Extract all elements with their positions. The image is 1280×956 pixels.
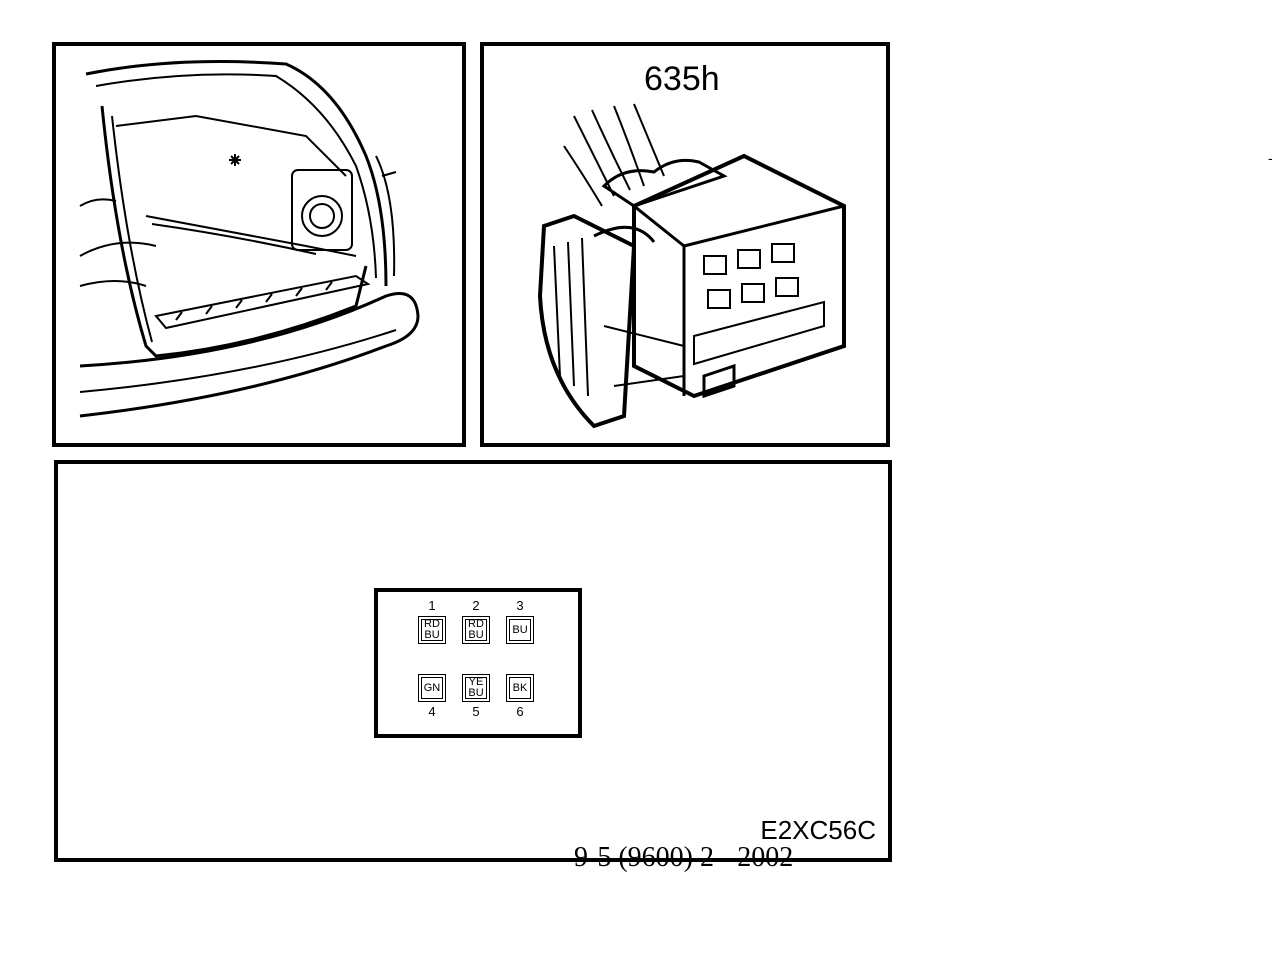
pin-number: 4: [428, 704, 436, 719]
pin-1: 1 RD BU: [414, 598, 450, 662]
pin-2: 2 RD BU: [458, 598, 494, 662]
connector-pin-face: 1 RD BU 2 RD BU 3 BU: [374, 588, 582, 738]
pin-color: RD: [424, 618, 440, 630]
pin-number: 1: [428, 598, 436, 613]
pin-color: BK: [512, 681, 528, 694]
pin-number: 2: [472, 598, 480, 613]
pin-number: 6: [516, 704, 524, 719]
footer-model-year: 9-5 (9600) 2 - 2002: [574, 842, 794, 873]
pin-6: BK 6: [502, 674, 538, 738]
pin-color: BU: [512, 623, 528, 636]
pin-layout-panel: 1 RD BU 2 RD BU 3 BU: [54, 460, 892, 862]
pin-color-box: YE BU: [462, 674, 490, 702]
pin-4: GN 4: [414, 674, 450, 738]
pin-color: GN: [423, 681, 441, 694]
pin-color-box: GN: [418, 674, 446, 702]
trunk-illustration: [79, 60, 420, 418]
pin-color-box: BU: [506, 616, 534, 644]
diagram-code: E2XC56C: [760, 815, 876, 845]
pin-color: RD: [468, 618, 484, 630]
connector-illustration: [537, 103, 846, 429]
pin-3: 3 BU: [502, 598, 538, 662]
connector-title: 635h: [644, 60, 720, 98]
pin-color-box: RD BU: [418, 616, 446, 644]
trunk-illustration-panel: [52, 42, 466, 447]
pin-color: YE: [468, 676, 484, 688]
pin-number: 5: [472, 704, 480, 719]
pin-number: 3: [516, 598, 524, 613]
pin-color: BU: [468, 687, 484, 699]
stray-mark: -: [1268, 150, 1273, 166]
pin-color-box: RD BU: [462, 616, 490, 644]
connector-illustration-panel: 635h: [480, 42, 890, 447]
pin-color: BU: [468, 629, 484, 641]
pin-color-box: BK: [506, 674, 534, 702]
pin-color: BU: [424, 629, 440, 641]
pin-5: YE BU 5: [458, 674, 494, 738]
